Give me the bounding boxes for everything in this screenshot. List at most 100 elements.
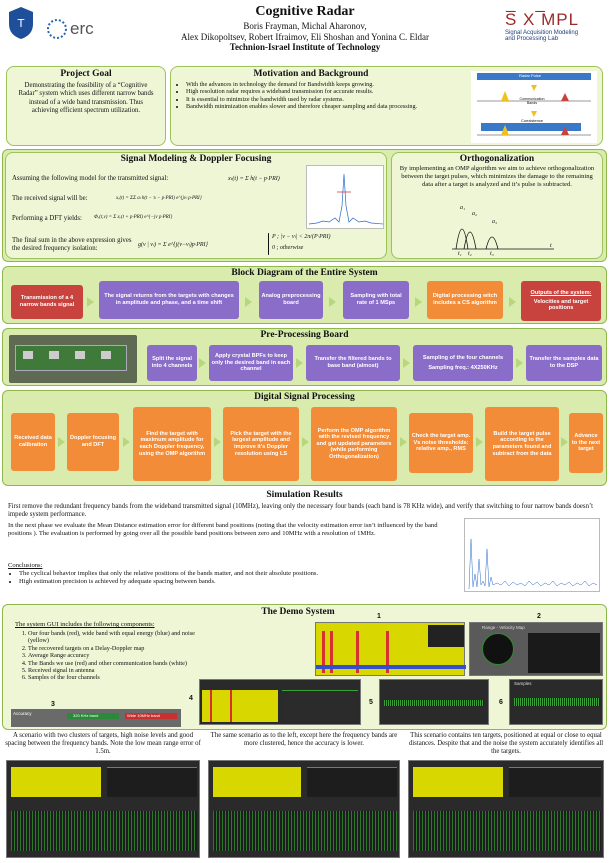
omp-label-t: t bbox=[550, 243, 552, 249]
block-step-analog-board: Analog preprocessing board bbox=[259, 281, 323, 319]
modeling-section: Signal Modeling & Doppler Focusing Assum… bbox=[2, 149, 607, 262]
dsp-step-threshold: Check the target amp. Vs noise threshold… bbox=[409, 413, 473, 473]
scenario-2-screenshot[interactable] bbox=[208, 760, 400, 858]
authors-line-1: Boris Frayman, Michal Aharonov, bbox=[243, 21, 367, 31]
demo-intro: The system GUI includes the following co… bbox=[15, 621, 155, 628]
gui-number-6: 6 bbox=[499, 699, 503, 706]
arrow-icon bbox=[123, 437, 130, 447]
demo-component-item: Samples of the four channels bbox=[28, 674, 211, 681]
preproc-section: Pre-Processing Board Split the signal in… bbox=[2, 328, 607, 386]
omp-label-t2: t₂ bbox=[468, 251, 472, 257]
omp-title: Orthogonalization bbox=[459, 154, 535, 164]
poster-title: Cognitive Radar bbox=[255, 4, 355, 19]
arrow-icon bbox=[516, 358, 523, 368]
omp-label-a3: a₃ bbox=[492, 219, 498, 225]
simulation-title: Simulation Results bbox=[266, 490, 343, 500]
gui-range-label: Range - Velocity Map bbox=[482, 625, 525, 630]
scenario-1-screenshot[interactable] bbox=[6, 760, 200, 858]
dsp-step-advance: Advance to the next target bbox=[569, 413, 603, 473]
project-goal-box: Project Goal Demonstrating the feasibili… bbox=[6, 66, 166, 146]
scenario-3: This scenario contains ten targets, posi… bbox=[406, 732, 606, 860]
dsp-step-doppler: Doppler focusing and DFT bbox=[67, 413, 119, 471]
demo-component-item: Average Range accuracy bbox=[28, 652, 211, 659]
scenario-3-text: This scenario contains ten targets, posi… bbox=[408, 732, 604, 756]
gui-number-3: 3 bbox=[51, 701, 55, 708]
model-eq-4c: 0 ; otherwise bbox=[272, 245, 304, 251]
sampl-logo-sub2: and Processing Lab bbox=[505, 36, 559, 42]
preproc-step-bpf: Apply crystal BPFs to keep only the desi… bbox=[209, 345, 293, 381]
model-eq-3: Φᵥ(t,ν) = Σ xᵣ(t + p·PRI) e^{−jν p·PRI} bbox=[94, 215, 173, 220]
simulation-conclusion-list: The cyclical behavior implies that only … bbox=[10, 570, 450, 586]
gui-received-signal[interactable] bbox=[199, 679, 361, 725]
demo-component-item: The recovered targets on a Delay-Doppler… bbox=[28, 645, 211, 652]
arrow-icon bbox=[87, 297, 94, 307]
simulation-p1: First remove the redundant frequency ban… bbox=[8, 503, 593, 519]
model-line-1: Assuming the following model for the tra… bbox=[12, 175, 169, 182]
arrow-icon bbox=[296, 358, 303, 368]
model-eq-4-brace bbox=[268, 233, 269, 255]
arrow-icon bbox=[476, 437, 483, 447]
preproc-sampling-freq: Sampling freq.: 4X250KHz bbox=[428, 364, 498, 371]
gui-number-1: 1 bbox=[377, 613, 381, 620]
arrow-icon bbox=[245, 297, 252, 307]
block-diagram-section: Block Diagram of the Entire System Trans… bbox=[2, 266, 607, 324]
block-step-signal-returns: The signal returns from the targets with… bbox=[99, 281, 239, 319]
project-goal-title: Project Goal bbox=[60, 69, 112, 79]
demo-title: The Demo System bbox=[261, 607, 335, 617]
omp-label-t3: t₃ bbox=[490, 251, 494, 257]
gui-accuracy-panel[interactable]: Accuracy 320 KHz band Wide 10MHz band bbox=[11, 709, 181, 727]
svg-text:T: T bbox=[17, 17, 25, 30]
dsp-step-omp: Perform the OMP algorithm with the revis… bbox=[311, 407, 397, 481]
simulation-conclusions: Conclusions: bbox=[8, 562, 43, 569]
gui-number-4: 4 bbox=[189, 695, 193, 702]
arrow-icon bbox=[302, 437, 309, 447]
block-step-outputs: Outputs of the system: Velocities and ta… bbox=[521, 281, 601, 321]
model-eq-4a: g(ν | νₗ) = Σ e^{j(ν−νₗ)p·PRI} bbox=[138, 242, 208, 248]
authors: Boris Frayman, Michal Aharonov, Alex Dik… bbox=[130, 21, 480, 53]
erc-logo-text: erc bbox=[70, 19, 94, 38]
scenario-2: The same scenario as to the left, except… bbox=[206, 732, 402, 860]
gui-samples-label: Samples bbox=[514, 681, 532, 686]
project-goal-text: Demonstrating the feasibility of a “Cogn… bbox=[18, 82, 154, 115]
block-step-digital: Digital processing witch includes a CS a… bbox=[427, 281, 503, 319]
gui-bands-plot[interactable] bbox=[315, 622, 466, 676]
spectrum-figure: Radar Pulse Communication Bands Coexiste… bbox=[471, 71, 597, 143]
erc-logo: erc bbox=[46, 18, 106, 42]
board-photo bbox=[9, 335, 137, 383]
demo-components-list: Our four bands (red), wide band with equ… bbox=[19, 630, 211, 682]
sampl-logo-text: S̅ X ̅MPL bbox=[505, 10, 580, 29]
arrow-icon bbox=[199, 358, 206, 368]
omp-label-t1: t₁ bbox=[458, 251, 462, 257]
scenario-1: A scenario with two clusters of targets,… bbox=[4, 732, 202, 860]
gui-band1-label: 320 KHz band bbox=[73, 713, 99, 718]
gui-number-2: 2 bbox=[537, 613, 541, 620]
simulation-error-plot bbox=[464, 518, 600, 592]
gui-number-5: 5 bbox=[369, 699, 373, 706]
arrow-icon bbox=[509, 297, 516, 307]
conclusion-item: High estimation precision is achieved by… bbox=[19, 578, 450, 586]
motivation-title: Motivation and Background bbox=[253, 69, 369, 79]
sampl-logo-sub1: Signal Acquisition Modeling bbox=[505, 30, 579, 36]
demo-component-item: Our four bands (red), wide band with equ… bbox=[28, 630, 211, 645]
arrow-icon bbox=[214, 437, 221, 447]
gui-antenna-signal[interactable] bbox=[379, 679, 489, 725]
demo-component-item: The Bands we use (red) and other communi… bbox=[28, 660, 211, 667]
demo-component-item: Received signal in antenna bbox=[28, 667, 211, 674]
motivation-item: With the advances in technology the dema… bbox=[186, 81, 447, 88]
demo-section: The Demo System The system GUI includes … bbox=[2, 604, 607, 730]
gui-accuracy-label: Accuracy bbox=[13, 711, 32, 716]
motivation-item: Bandwidth minimization enables slower an… bbox=[186, 103, 447, 110]
scenario-3-screenshot[interactable] bbox=[408, 760, 604, 858]
arrow-icon bbox=[561, 437, 568, 447]
simulation-p2: In the next phase we evaluate the Mean D… bbox=[8, 522, 438, 537]
gui-samples[interactable]: Samples bbox=[509, 679, 603, 725]
arrow-icon bbox=[403, 358, 410, 368]
dsp-step-build-pulse: Build the target pulse according to the … bbox=[485, 407, 559, 481]
dsp-step-pick-target: Pick the target with the largest amplitu… bbox=[223, 407, 299, 481]
outputs-title: Outputs of the system: bbox=[530, 290, 592, 297]
modeling-box: Signal Modeling & Doppler Focusing Assum… bbox=[5, 152, 387, 259]
omp-label-a2: a₂ bbox=[472, 211, 478, 217]
omp-pulses-figure bbox=[452, 228, 554, 250]
gui-range-velocity-map[interactable]: Range - Velocity Map bbox=[469, 622, 603, 676]
authors-line-2: Alex Dikopoltsev, Robert Ifraimov, Eli S… bbox=[180, 31, 430, 42]
